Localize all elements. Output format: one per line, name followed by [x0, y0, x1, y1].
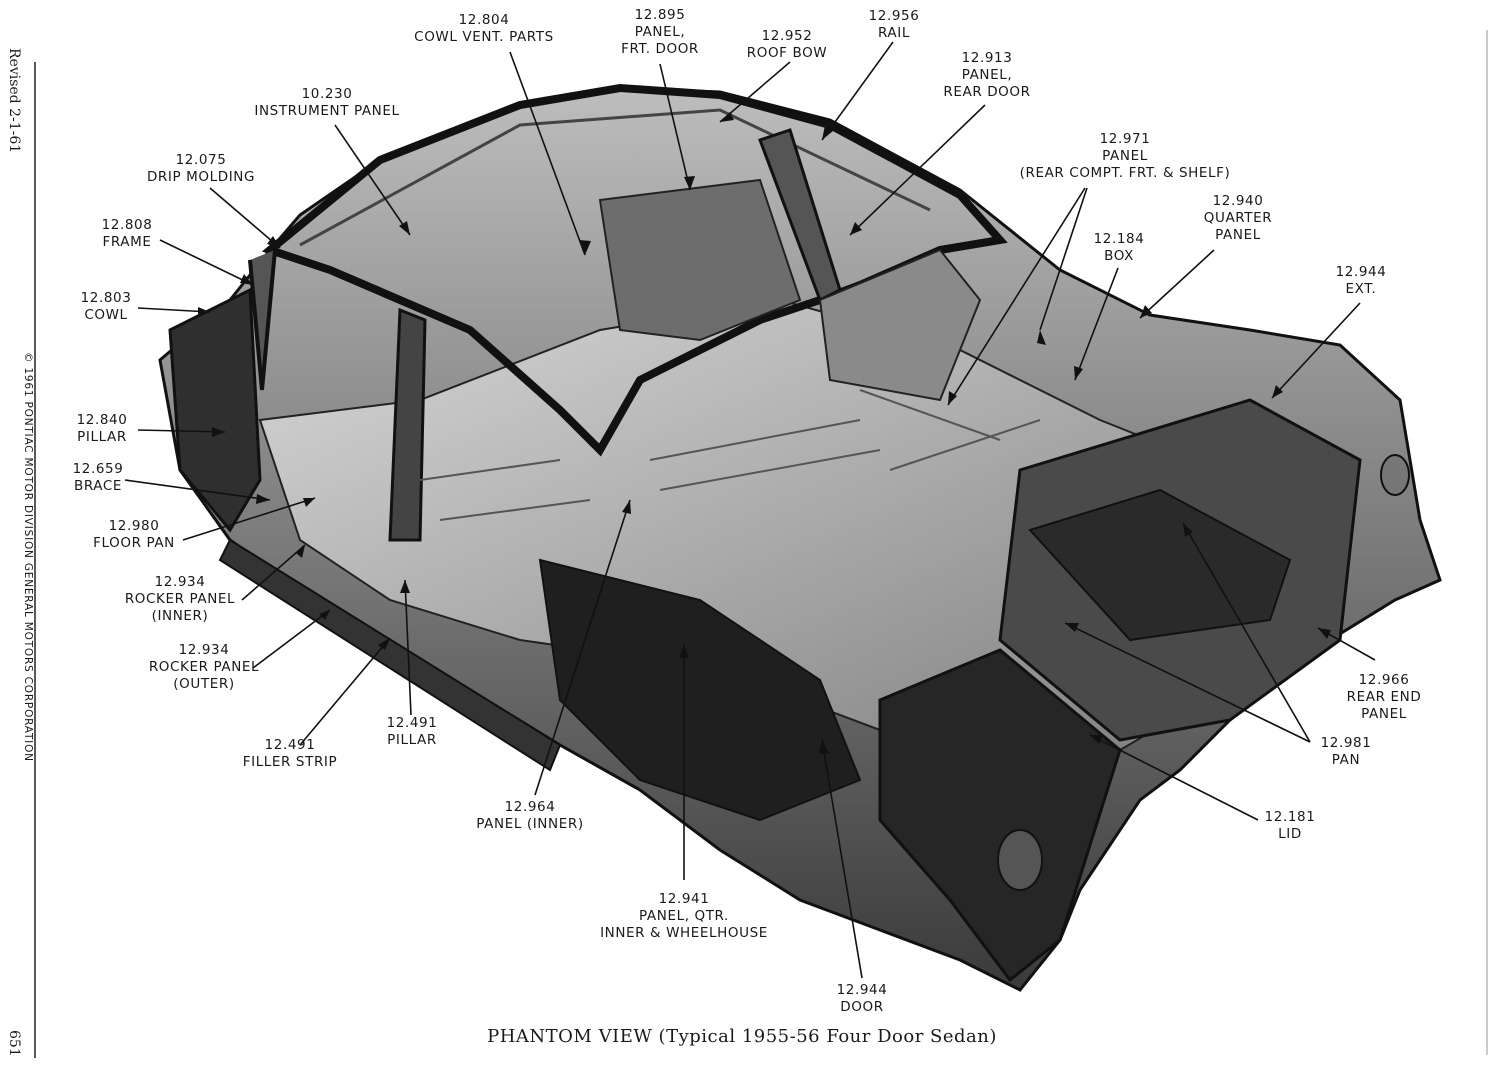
page-number: 651	[6, 1030, 22, 1057]
rear-door-opening	[818, 248, 982, 402]
rocker	[218, 538, 562, 772]
spare-tire-well	[1028, 488, 1292, 642]
cowl-front	[168, 287, 262, 533]
copyright-notice: © 1961 PONTIAC MOTOR DIVISION GENERAL MO…	[22, 352, 34, 762]
tail-light-left	[997, 829, 1043, 891]
b-pillar	[388, 307, 427, 542]
leader-lines	[124, 41, 1376, 979]
quarter-rear	[878, 648, 1122, 983]
floor-ribs	[419, 389, 1041, 521]
arrow-heads	[198, 112, 1331, 754]
figure-caption: PHANTOM VIEW (Typical 1955-56 Four Door …	[487, 1026, 997, 1047]
revised-date: Revised 2-1-61	[6, 48, 22, 154]
c-pillar	[758, 128, 842, 303]
front-door-inner	[598, 178, 802, 342]
a-pillar	[248, 249, 277, 391]
tail-light-right	[1380, 454, 1410, 496]
wheelhouse	[538, 558, 862, 822]
